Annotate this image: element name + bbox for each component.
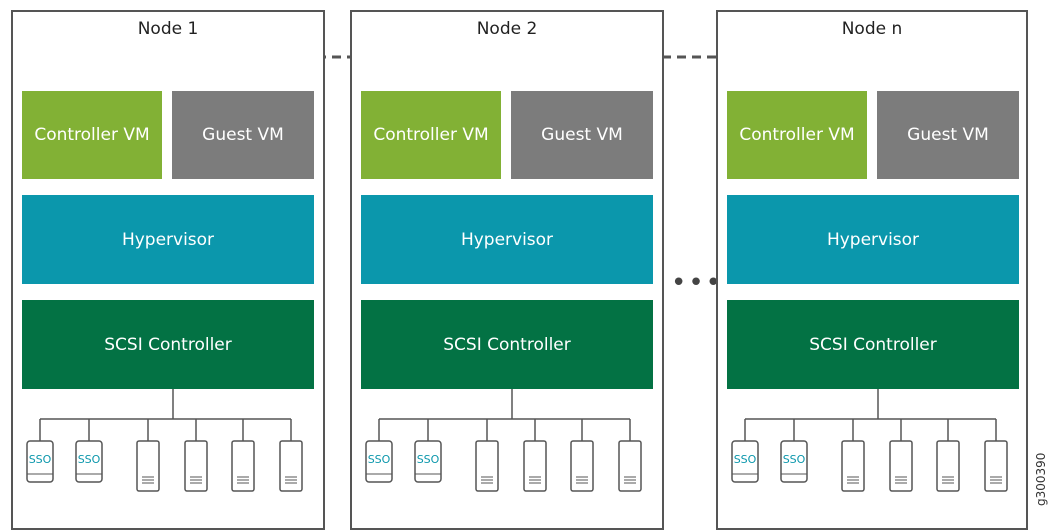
hdd-icon (570, 440, 594, 492)
scsi-controller: SCSI Controller (22, 300, 314, 389)
ssd-label: SSO (78, 453, 101, 466)
hdd-icon (279, 440, 303, 492)
hdd-icon (984, 440, 1008, 492)
hdd-icon (231, 440, 255, 492)
ssd-icon: SSO (26, 440, 54, 483)
scsi-controller: SCSI Controller (727, 300, 1019, 389)
ssd-icon: SSO (414, 440, 442, 483)
drive-array: SSO SSO (26, 389, 303, 492)
guest-vm: Guest VM (172, 91, 314, 179)
guest-vm: Guest VM (877, 91, 1019, 179)
controller-vm: Controller VM (727, 91, 867, 179)
node-1: Node 1 Controller VM Guest VM Hypervisor… (11, 10, 325, 530)
hypervisor: Hypervisor (727, 195, 1019, 284)
hdd-icon (889, 440, 913, 492)
more-nodes-ellipsis: ••• (671, 268, 724, 298)
hypervisor: Hypervisor (361, 195, 653, 284)
drive-array: SSO SSO (731, 389, 1008, 492)
hypervisor: Hypervisor (22, 195, 314, 284)
hdd-icon (618, 440, 642, 492)
controller-vm: Controller VM (361, 91, 501, 179)
drive-array: SSO SSO (365, 389, 642, 492)
ssd-label: SSO (734, 453, 757, 466)
controller-vm: Controller VM (22, 91, 162, 179)
scsi-controller: SCSI Controller (361, 300, 653, 389)
ssd-icon: SSO (780, 440, 808, 483)
hdd-icon (475, 440, 499, 492)
hdd-icon (136, 440, 160, 492)
ssd-icon: SSO (75, 440, 103, 483)
ssd-icon: SSO (365, 440, 393, 483)
ssd-icon: SSO (731, 440, 759, 483)
hdd-icon (184, 440, 208, 492)
ssd-label: SSO (29, 453, 52, 466)
node-2: Node 2 Controller VM Guest VM Hypervisor… (350, 10, 664, 530)
hdd-icon (523, 440, 547, 492)
node-title: Node 1 (137, 19, 199, 39)
node-title: Node 2 (476, 19, 538, 39)
node-title: Node n (841, 19, 903, 39)
node-n: Node n Controller VM Guest VM Hypervisor… (716, 10, 1028, 530)
ssd-label: SSO (417, 453, 440, 466)
hdd-icon (841, 440, 865, 492)
ssd-label: SSO (783, 453, 806, 466)
figure-id: g300390 (1034, 452, 1048, 506)
ssd-label: SSO (368, 453, 391, 466)
hdd-icon (936, 440, 960, 492)
guest-vm: Guest VM (511, 91, 653, 179)
